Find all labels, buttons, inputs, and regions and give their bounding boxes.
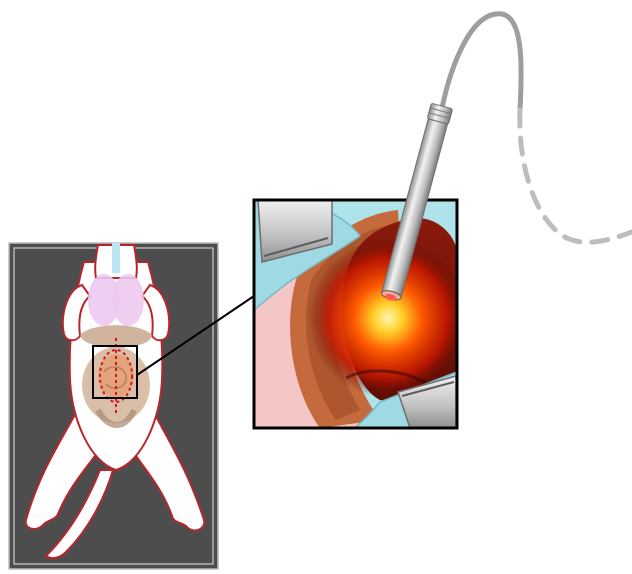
fiber-cable-icon: [442, 14, 632, 242]
trachea-shape: [112, 243, 120, 273]
magnified-inset-panel: [254, 200, 468, 430]
glow-spot-icon: [308, 238, 468, 398]
rodent-overview-panel: [9, 243, 218, 569]
